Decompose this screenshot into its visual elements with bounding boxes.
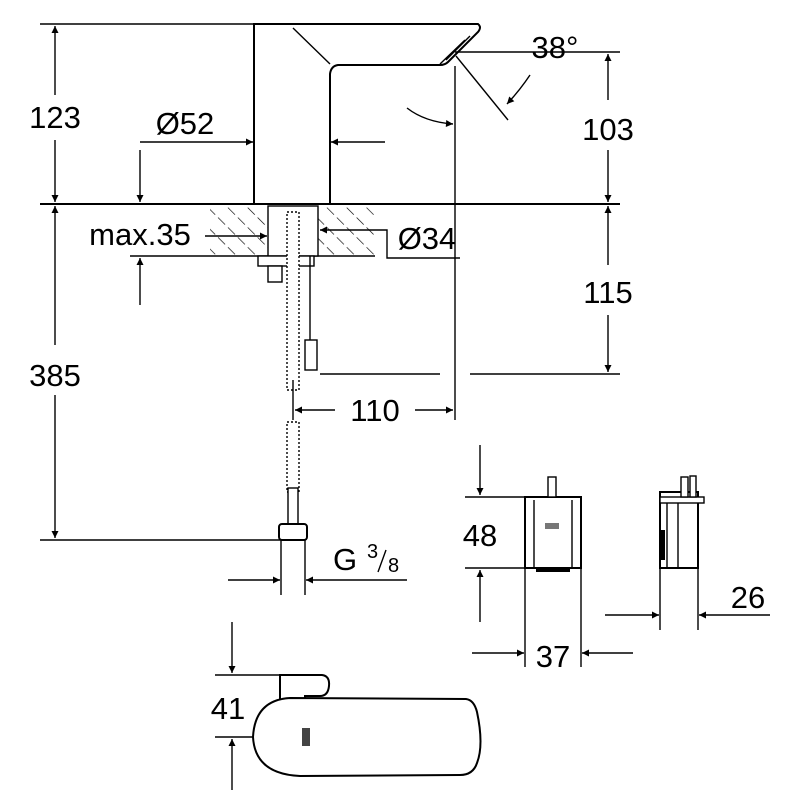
dim-label-115: 115 xyxy=(583,275,632,310)
dim-385: 385 xyxy=(29,206,285,541)
dim-label-110: 110 xyxy=(350,393,399,428)
dim-115: 115 xyxy=(320,206,633,375)
dim-41: 41 xyxy=(211,622,280,790)
brand-logo-top xyxy=(302,728,310,746)
control-box-front xyxy=(524,476,582,572)
dim-label-max35: max.35 xyxy=(89,217,191,252)
dim-angle-38: 38° xyxy=(406,30,620,127)
control-box-side xyxy=(659,475,705,569)
dim-label-38: 38° xyxy=(532,30,579,65)
dim-label-37: 37 xyxy=(536,639,570,674)
dim-label-103: 103 xyxy=(582,112,634,147)
dim-123: 123 xyxy=(29,23,254,202)
dim-110: 110 xyxy=(292,66,456,428)
dim-label-385: 385 xyxy=(29,358,81,393)
dim-diameter-34: Ø34 xyxy=(320,221,460,259)
dim-label-123: 123 xyxy=(29,100,81,135)
dim-103: 103 xyxy=(582,54,634,202)
thread-prefix: G xyxy=(333,542,357,577)
brand-logo xyxy=(545,523,559,529)
thread-denominator: 8 xyxy=(388,555,399,577)
dim-label-48: 48 xyxy=(463,518,497,553)
dim-label-34: Ø34 xyxy=(398,221,457,256)
faucet-body xyxy=(253,23,481,204)
dim-48: 48 xyxy=(463,445,525,622)
faucet-top-view xyxy=(251,674,482,778)
thread-numerator: 3 xyxy=(367,541,378,563)
dim-37: 37 xyxy=(472,568,633,674)
dim-diameter-52: Ø52 xyxy=(140,106,385,146)
dim-thread: G 3 8 xyxy=(228,540,407,595)
dim-label-52: Ø52 xyxy=(156,106,215,141)
dim-max-35: max.35 xyxy=(89,150,267,305)
dim-label-26: 26 xyxy=(731,580,765,615)
dim-label-41: 41 xyxy=(211,691,245,726)
dim-26: 26 xyxy=(605,568,770,630)
